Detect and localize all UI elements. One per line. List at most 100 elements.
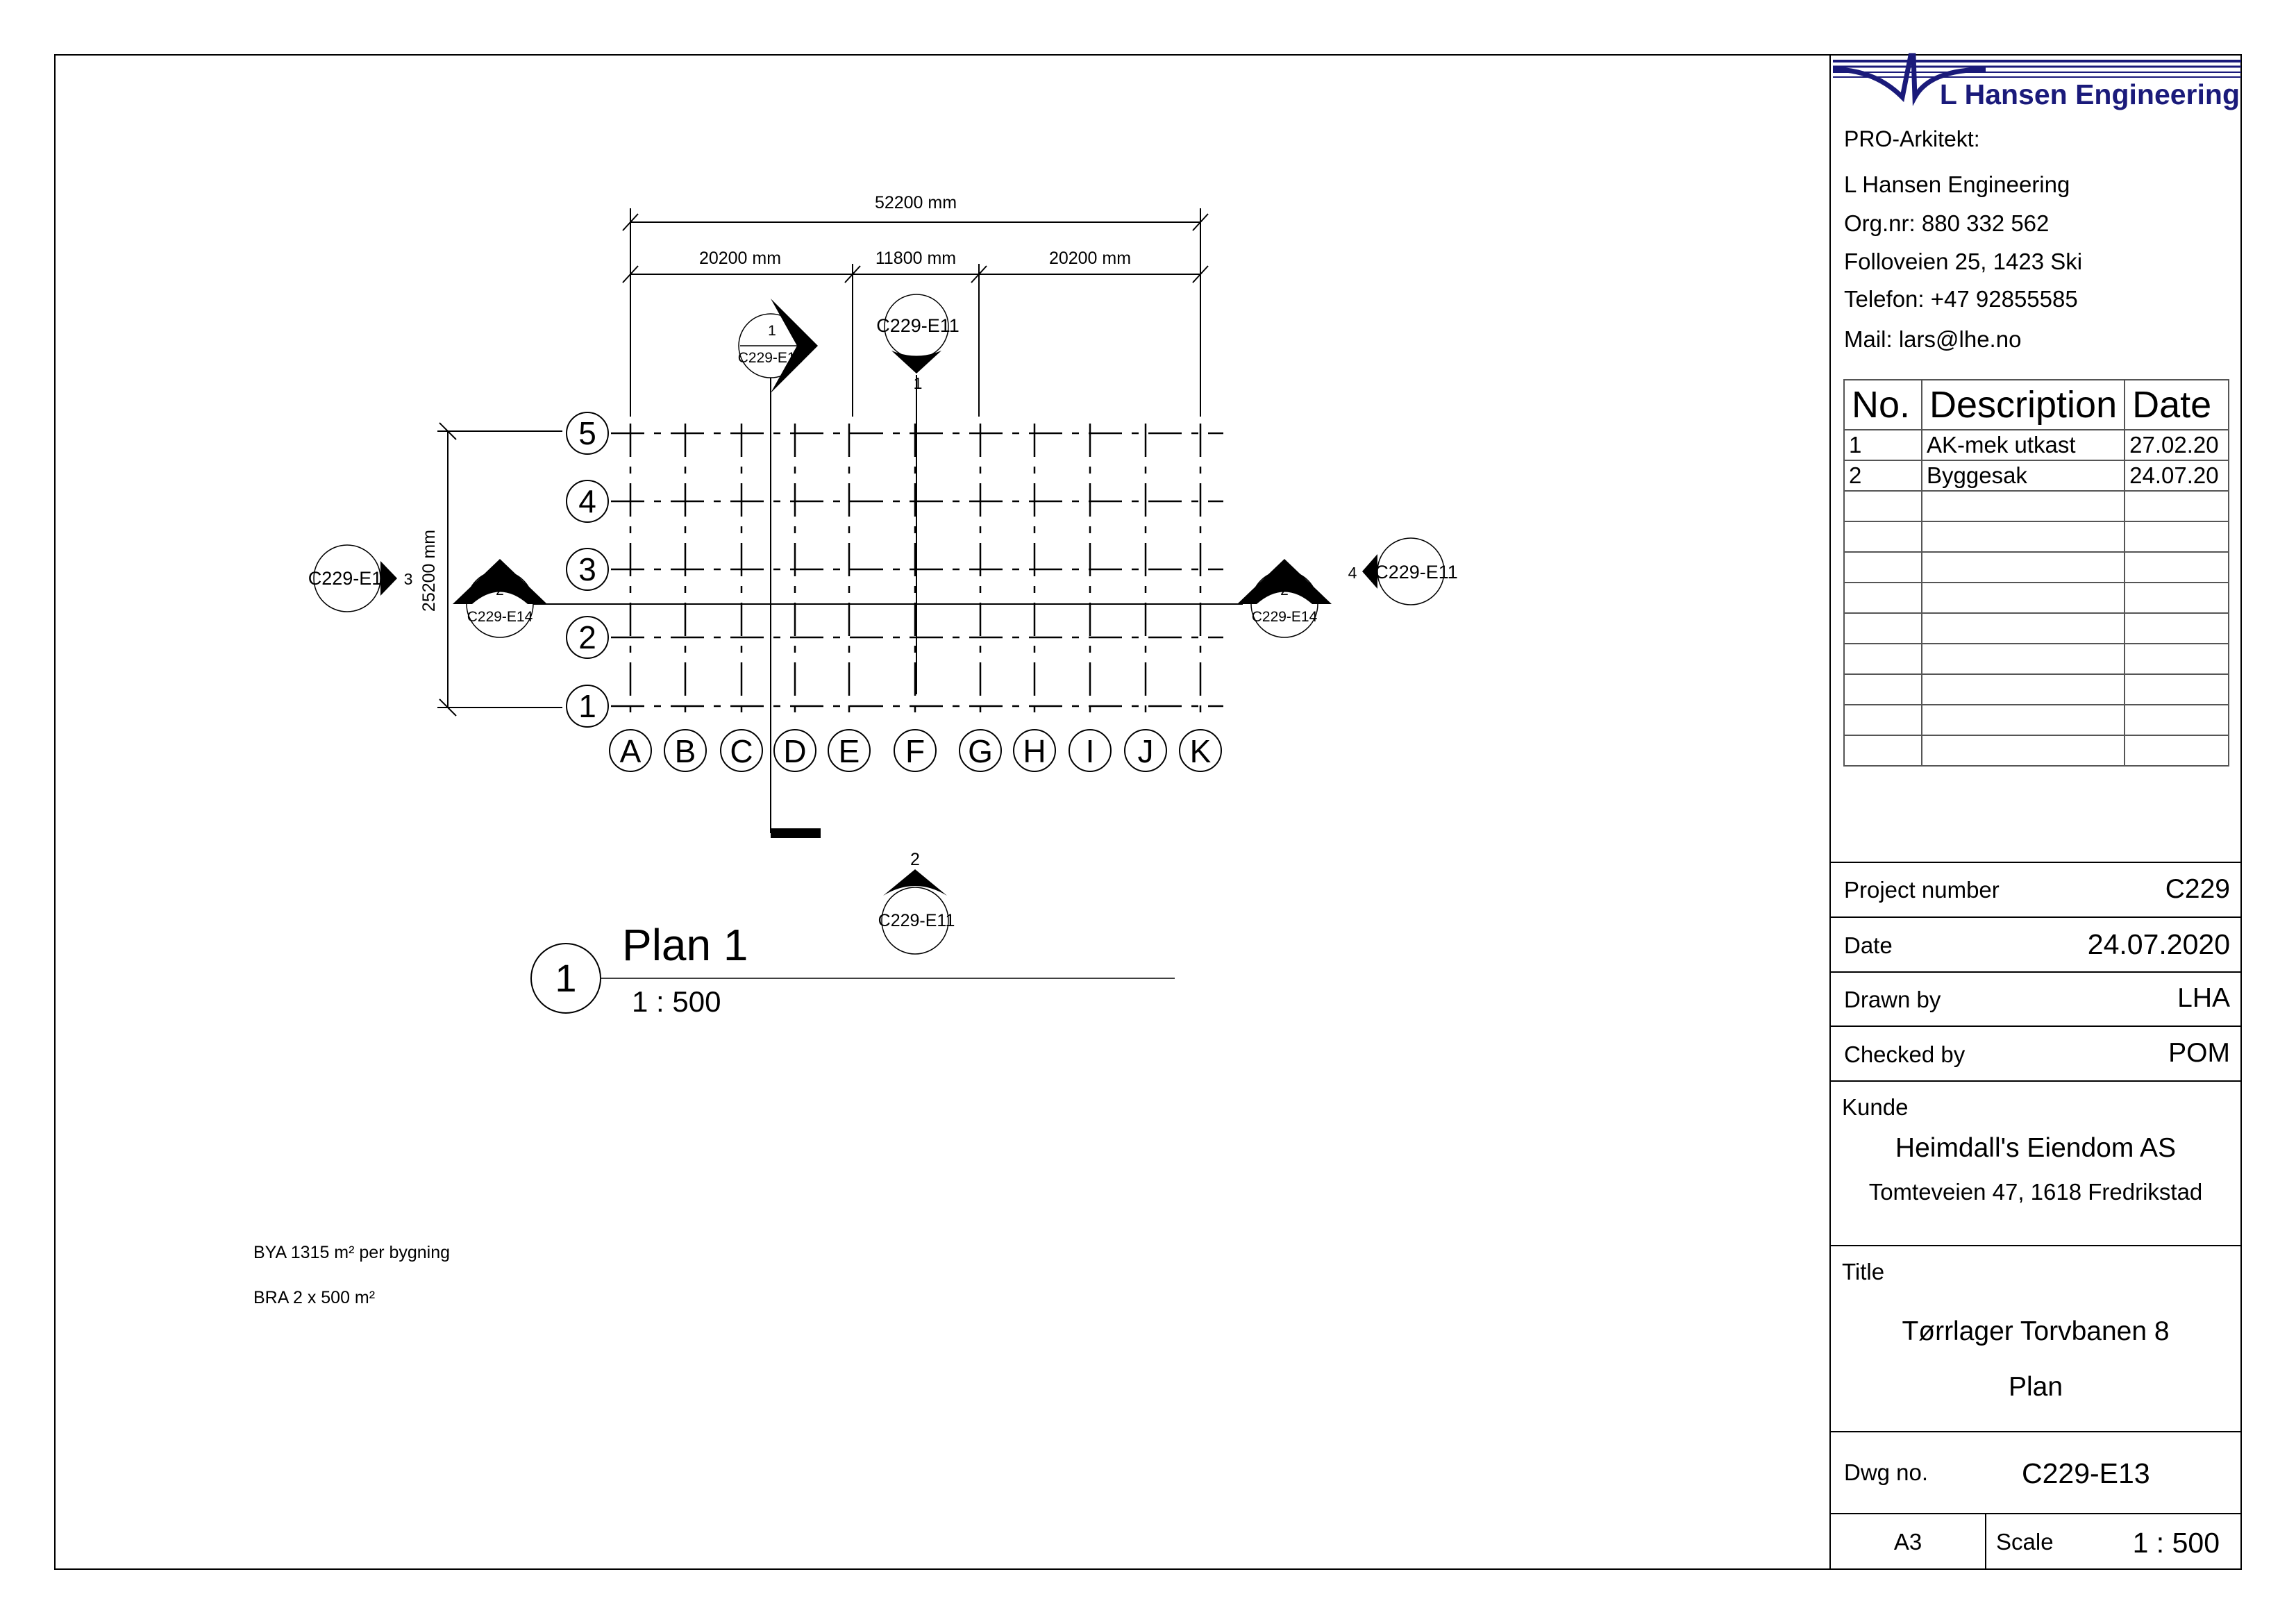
revision-cell-description [1920, 551, 2126, 583]
svg-text:D: D [783, 733, 806, 769]
revision-cell-no [1843, 521, 1922, 553]
org-number: Org.nr: 880 332 562 [1844, 210, 2050, 236]
revision-cell-date [2124, 490, 2229, 522]
svg-text:G: G [968, 733, 993, 769]
grid-col-bubble: I [1069, 729, 1112, 772]
dwg-no-value: C229-E13 [2022, 1457, 2150, 1489]
revision-cell-no [1843, 735, 1922, 767]
dim-seg2: 11800 mm [875, 249, 956, 268]
grid-col-bubble: K [1179, 729, 1222, 772]
area-notes: BYA 1315 m² per bygning BRA 2 x 500 m² [253, 1243, 450, 1307]
revision-row [1843, 735, 2229, 767]
revision-cell-description: Byggesak [1920, 460, 2126, 492]
revision-row [1843, 643, 2229, 675]
svg-text:B: B [675, 733, 696, 769]
svg-text:K: K [1190, 733, 1212, 769]
rev-header-description: Description [1920, 379, 2126, 430]
revision-cell-description [1920, 735, 2126, 767]
revision-cell-date: 27.02.20 [2124, 429, 2229, 461]
client-label: Kunde [1842, 1094, 1909, 1120]
svg-text:C: C [730, 733, 753, 769]
svg-text:5: 5 [578, 415, 596, 451]
revision-cell-date: 24.07.20 [2124, 460, 2229, 492]
callout-top-mid[interactable]: C229-E11 1 [876, 294, 960, 392]
svg-text:2: 2 [910, 850, 920, 869]
revision-cell-date [2124, 612, 2229, 644]
callout-top-left[interactable]: 1 C229-E14 [738, 299, 818, 393]
grid-col-bubble: E [828, 729, 871, 772]
scale-value: 1 : 500 [2132, 1527, 2220, 1559]
callout-bottom[interactable]: 2 C229-E11 [878, 850, 955, 955]
architect-label: PRO-Arkitekt: [1844, 126, 1980, 151]
checked-by-value: POM [2168, 1038, 2230, 1068]
grid-col-bubble: J [1124, 729, 1167, 772]
scale-label: Scale [1996, 1529, 2054, 1555]
dim-vertical: 25200 mm [419, 530, 439, 612]
svg-text:E: E [839, 733, 860, 769]
grid-row-bubble: 3 [566, 548, 609, 591]
callout-left[interactable]: C229-E1 3 [308, 544, 413, 612]
svg-text:C229-E11: C229-E11 [1375, 562, 1458, 583]
project-number-label: Project number [1844, 877, 2000, 903]
drawn-by-label: Drawn by [1844, 987, 1941, 1012]
svg-text:1: 1 [578, 688, 596, 724]
note-bra: BRA 2 x 500 m² [253, 1288, 375, 1307]
grid-row-bubble: 4 [566, 480, 609, 523]
svg-text:C229-E11: C229-E11 [878, 911, 955, 930]
svg-text:C229-E14: C229-E14 [1252, 609, 1318, 625]
svg-text:C229-E11: C229-E11 [876, 315, 960, 336]
grid-row-bubbles: 5 4 3 2 1 [566, 412, 609, 728]
grid-col-bubble: A [609, 729, 652, 772]
company-mail: Mail: lars@lhe.no [1844, 326, 2022, 352]
client-address: Tomteveien 47, 1618 Fredrikstad [1868, 1179, 2203, 1205]
section-lines [514, 326, 1243, 833]
callout-left-inner[interactable]: 2 C229-E14 [453, 559, 547, 638]
grid-col-bubble: D [773, 729, 816, 772]
svg-text:4: 4 [1348, 564, 1357, 582]
revision-cell-description [1920, 521, 2126, 553]
view-scale: 1 : 500 [632, 985, 721, 1018]
callout-right[interactable]: C229-E11 4 [1348, 537, 1458, 605]
callout-right-inner[interactable]: 2 C229-E14 [1237, 559, 1332, 638]
project-number-value: C229 [2165, 874, 2230, 904]
revision-cell-no [1843, 704, 1922, 736]
revision-cell-no [1843, 582, 1922, 614]
date-label: Date [1844, 932, 1893, 958]
grid-row-bubble: 5 [566, 412, 609, 455]
revision-cell-description [1920, 673, 2126, 705]
svg-text:C229-E1: C229-E1 [308, 568, 383, 589]
view-title: 1 Plan 1 1 : 500 [530, 920, 1175, 1018]
svg-text:2: 2 [1280, 583, 1289, 598]
revision-cell-no [1843, 551, 1922, 583]
title-block-separators [1830, 862, 2241, 1569]
revision-cell-description [1920, 612, 2126, 644]
company-name: L Hansen Engineering [1844, 171, 2070, 197]
revision-cell-date [2124, 521, 2229, 553]
revision-cell-description [1920, 490, 2126, 522]
revision-cell-no [1843, 673, 1922, 705]
dim-seg3: 20200 mm [1049, 249, 1131, 268]
drawn-by-value: LHA [2177, 983, 2230, 1013]
company-phone: Telefon: +47 92855585 [1844, 286, 2078, 312]
revision-cell-description [1920, 582, 2126, 614]
grid-col-bubble: C [720, 729, 763, 772]
revision-row [1843, 704, 2229, 736]
revision-row [1843, 582, 2229, 614]
dim-overall: 52200 mm [875, 193, 957, 212]
revision-cell-no [1843, 490, 1922, 522]
revision-cell-no: 2 [1843, 460, 1922, 492]
revision-cell-date [2124, 643, 2229, 675]
svg-text:2: 2 [578, 619, 596, 655]
svg-text:3: 3 [404, 570, 413, 588]
svg-text:J: J [1138, 733, 1154, 769]
dimension-lines [437, 208, 1209, 717]
view-name: Plan 1 [622, 920, 748, 970]
revision-cell-description: AK-mek utkast [1920, 429, 2126, 461]
client-name: Heimdall's Eiendom AS [1895, 1133, 2177, 1163]
company-logo: L Hansen Engineering [1832, 53, 2241, 110]
grid-col-bubble: B [664, 729, 707, 772]
svg-text:H: H [1023, 733, 1046, 769]
revision-cell-date [2124, 735, 2229, 767]
